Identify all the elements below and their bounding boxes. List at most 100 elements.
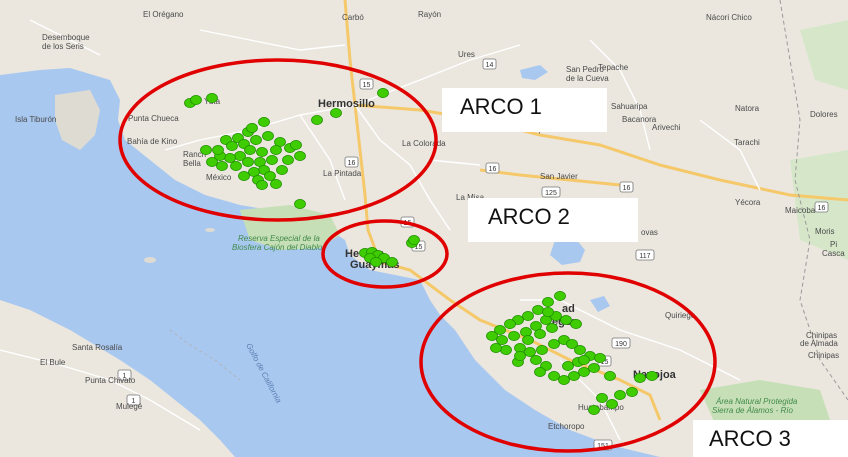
location-marker[interactable] (522, 334, 534, 345)
location-markers (184, 88, 658, 415)
location-marker[interactable] (548, 338, 560, 349)
location-marker[interactable] (311, 115, 323, 126)
location-marker[interactable] (542, 306, 554, 317)
location-marker[interactable] (500, 344, 512, 355)
location-marker[interactable] (250, 134, 262, 145)
location-marker[interactable] (588, 362, 600, 373)
location-marker[interactable] (614, 389, 626, 400)
location-marker[interactable] (266, 154, 278, 165)
location-marker[interactable] (522, 310, 534, 321)
place-label-bahia-de-kino: Bahía de Kino (127, 137, 178, 146)
location-marker[interactable] (224, 152, 236, 163)
location-marker[interactable] (646, 370, 658, 381)
location-marker[interactable] (530, 354, 542, 365)
location-marker[interactable] (562, 360, 574, 371)
location-marker[interactable] (504, 318, 516, 329)
location-marker[interactable] (490, 342, 502, 353)
location-marker[interactable] (216, 160, 228, 171)
location-marker[interactable] (574, 344, 586, 355)
location-marker[interactable] (294, 150, 306, 161)
location-marker[interactable] (596, 392, 608, 403)
svg-text:15: 15 (363, 82, 371, 89)
location-marker[interactable] (588, 404, 600, 415)
location-marker[interactable] (246, 123, 258, 134)
place-label-etchoropo: Etchoropo (548, 422, 585, 431)
location-marker[interactable] (604, 370, 616, 381)
lake (590, 296, 610, 312)
location-marker[interactable] (554, 290, 566, 301)
svg-text:1: 1 (123, 373, 127, 380)
place-label-punta-chueca: Punta Chueca (128, 114, 179, 123)
location-marker[interactable] (520, 326, 532, 337)
location-marker[interactable] (370, 256, 382, 267)
location-marker[interactable] (536, 344, 548, 355)
location-marker[interactable] (256, 146, 268, 157)
location-marker[interactable] (258, 117, 270, 128)
location-marker[interactable] (212, 144, 224, 155)
location-marker[interactable] (534, 328, 546, 339)
location-marker[interactable] (524, 346, 536, 357)
location-marker[interactable] (634, 372, 646, 383)
road-shield: 117 (635, 249, 655, 261)
location-marker[interactable] (578, 366, 590, 377)
place-label-casca: Casca (822, 249, 845, 258)
location-marker[interactable] (546, 322, 558, 333)
place-label-moris: Moris (815, 227, 835, 236)
location-marker[interactable] (594, 352, 606, 363)
location-marker[interactable] (548, 370, 560, 381)
location-marker[interactable] (264, 170, 276, 181)
location-marker[interactable] (290, 139, 302, 150)
location-marker[interactable] (238, 170, 250, 181)
location-marker[interactable] (190, 95, 202, 106)
svg-text:16: 16 (348, 160, 356, 167)
svg-text:16: 16 (623, 185, 631, 192)
svg-text:14: 14 (486, 62, 494, 69)
location-marker[interactable] (542, 296, 554, 307)
location-marker[interactable] (230, 160, 242, 171)
lake (550, 238, 585, 265)
location-marker[interactable] (558, 374, 570, 385)
location-marker[interactable] (206, 156, 218, 167)
location-marker[interactable] (408, 234, 420, 245)
location-marker[interactable] (626, 386, 638, 397)
location-marker[interactable] (377, 88, 389, 99)
location-marker[interactable] (570, 318, 582, 329)
place-label-tarachi: Tarachi (734, 138, 760, 147)
location-marker[interactable] (508, 330, 520, 341)
location-marker[interactable] (270, 144, 282, 155)
location-marker[interactable] (532, 304, 544, 315)
gulf-water (0, 68, 660, 457)
place-label-area-natural-2: Sierra de Álamos - Río (712, 406, 793, 415)
place-label-tepache: Tepache (598, 63, 629, 72)
place-label-ovas: ovas (641, 228, 658, 237)
location-marker[interactable] (578, 354, 590, 365)
location-marker[interactable] (514, 350, 526, 361)
location-marker[interactable] (486, 330, 498, 341)
location-marker[interactable] (330, 108, 342, 119)
location-marker[interactable] (244, 144, 256, 155)
location-marker[interactable] (270, 178, 282, 189)
place-label-bella: Bella (183, 159, 201, 168)
location-marker[interactable] (566, 338, 578, 349)
location-marker[interactable] (534, 366, 546, 377)
location-marker[interactable] (560, 314, 572, 325)
location-marker[interactable] (242, 156, 254, 167)
location-marker[interactable] (494, 324, 506, 335)
svg-text:125: 125 (545, 190, 557, 197)
location-marker[interactable] (262, 130, 274, 141)
location-marker[interactable] (282, 154, 294, 165)
place-label-bacanora: Bacanora (622, 115, 657, 124)
location-marker[interactable] (386, 256, 398, 267)
location-marker[interactable] (496, 334, 508, 345)
location-marker[interactable] (540, 314, 552, 325)
location-marker[interactable] (276, 164, 288, 175)
location-marker[interactable] (294, 198, 306, 209)
location-marker[interactable] (606, 398, 618, 409)
location-marker[interactable] (206, 93, 218, 104)
location-marker[interactable] (568, 370, 580, 381)
location-marker[interactable] (256, 179, 268, 190)
location-marker[interactable] (226, 140, 238, 151)
location-marker[interactable] (200, 144, 212, 155)
